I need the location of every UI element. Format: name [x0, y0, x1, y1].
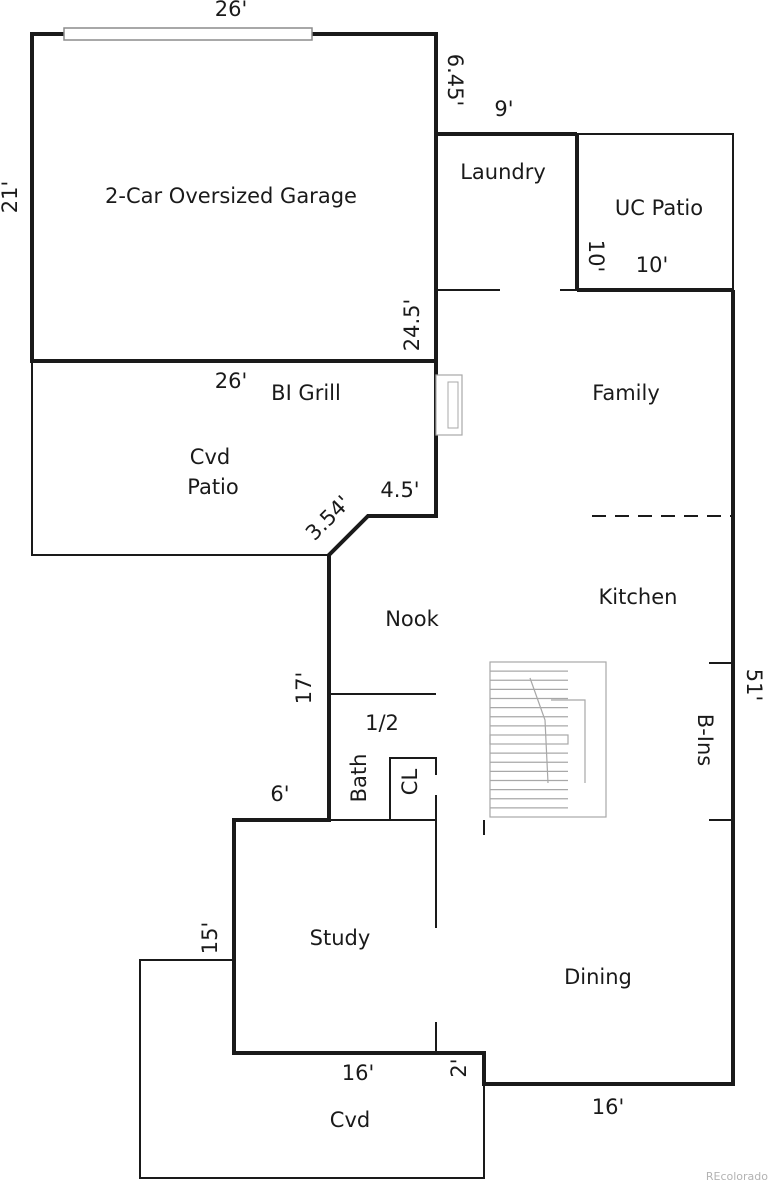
stair-landing	[489, 734, 569, 745]
staircase	[489, 661, 607, 818]
stair-frame	[489, 661, 607, 818]
label-study: Study	[310, 926, 371, 950]
dim-patio-notch: 4.5'	[380, 478, 419, 502]
label-cvd: Cvd	[330, 1108, 370, 1132]
cvd-patio-outline	[31, 361, 329, 556]
label-cvd-patio-1: Cvd	[190, 445, 230, 469]
dim-step-jog: 2'	[447, 1058, 471, 1077]
uc-patio-outline	[577, 133, 734, 290]
dim-garage-right-upper: 6.45'	[443, 54, 467, 107]
dim-garage-top: 26'	[215, 0, 248, 21]
dim-garage-right-lower: 24.5'	[400, 299, 424, 352]
stair-rail	[551, 699, 586, 783]
dim-nook-wall: 17'	[292, 672, 316, 705]
label-dining: Dining	[564, 965, 632, 989]
label-cvd-patio-2: Patio	[187, 475, 239, 499]
label-built-ins: B-Ins	[693, 714, 717, 766]
label-nook: Nook	[385, 607, 439, 631]
watermark: REcolorado	[706, 1170, 768, 1182]
label-family: Family	[592, 381, 660, 405]
dim-garage-left: 21'	[0, 181, 22, 214]
dim-study-top: 6'	[270, 782, 289, 806]
closet-outline	[389, 757, 437, 820]
stair-arrow	[529, 677, 549, 784]
label-bi-grill: BI Grill	[271, 381, 341, 405]
dim-right-wall: 51'	[742, 669, 766, 702]
label-kitchen: Kitchen	[599, 585, 678, 609]
label-garage: 2-Car Oversized Garage	[105, 184, 357, 208]
label-closet: CL	[398, 769, 422, 796]
garage-door	[63, 27, 313, 41]
dim-grill-wall: 26'	[215, 369, 248, 393]
cvd-porch-outline	[139, 959, 485, 1179]
label-laundry: Laundry	[460, 160, 546, 184]
dim-uc-patio-bottom: 10'	[636, 253, 669, 277]
dim-laundry-top: 9'	[494, 97, 513, 121]
label-uc-patio: UC Patio	[615, 196, 703, 220]
dim-uc-patio-side: 10'	[584, 240, 608, 273]
label-bath: Bath	[347, 754, 371, 803]
label-half: 1/2	[365, 711, 399, 735]
dim-study-left: 15'	[198, 922, 222, 955]
dim-dining-bottom: 16'	[592, 1095, 625, 1119]
grill-fixture-inner	[447, 381, 459, 429]
house-exterior-wall	[232, 290, 735, 1086]
dim-study-bottom: 16'	[342, 1061, 375, 1085]
